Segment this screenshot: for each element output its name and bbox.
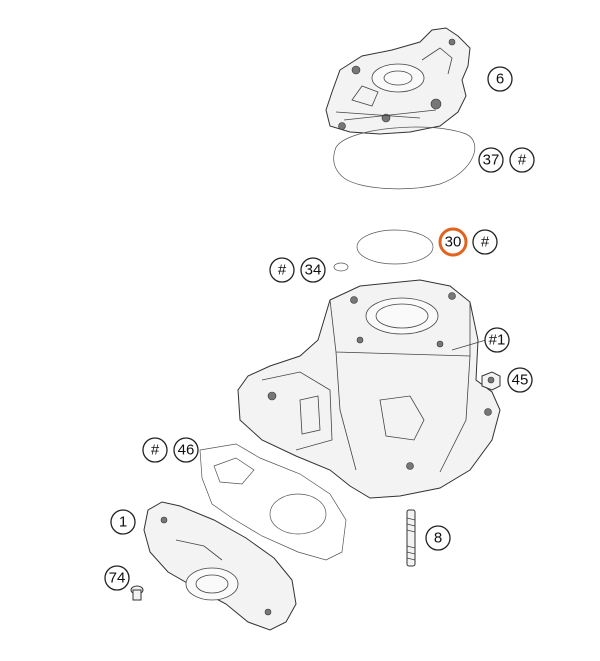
nut-part bbox=[481, 371, 501, 391]
intake-flange-part bbox=[143, 501, 297, 631]
callout-37: 37 bbox=[478, 147, 504, 173]
head-gasket-part bbox=[333, 126, 476, 190]
callout-30-hash-label: # bbox=[481, 234, 490, 251]
callout-1-hash-label: #1 bbox=[489, 332, 506, 349]
callout-1: 1 bbox=[110, 509, 136, 535]
callout-34-hash-label: # bbox=[278, 262, 287, 279]
base-gasket-part bbox=[199, 443, 347, 561]
callout-46-hash-label: # bbox=[151, 442, 160, 459]
callout-74: 74 bbox=[104, 565, 130, 591]
callout-37-hash: # bbox=[509, 147, 535, 173]
cylinder-part bbox=[237, 279, 501, 499]
callout-45-label: 45 bbox=[512, 372, 529, 389]
callout-34: 34 bbox=[300, 257, 326, 283]
callout-6-label: 6 bbox=[496, 71, 504, 88]
cylinder-head-part bbox=[325, 27, 471, 135]
stud-part bbox=[406, 509, 416, 567]
callout-37-label: 37 bbox=[483, 152, 500, 169]
callout-1-hash: #1 bbox=[484, 327, 510, 353]
callout-6: 6 bbox=[487, 66, 513, 92]
small-o-ring-part bbox=[333, 262, 349, 272]
callout-30-hash: # bbox=[472, 229, 498, 255]
callout-46-hash: # bbox=[142, 437, 168, 463]
callout-74-label: 74 bbox=[109, 570, 126, 587]
callout-1-label: 1 bbox=[119, 514, 127, 531]
callout-34-hash: # bbox=[269, 257, 295, 283]
callout-30-label: 30 bbox=[445, 234, 462, 251]
callout-8: 8 bbox=[425, 525, 451, 551]
o-ring-part bbox=[356, 229, 434, 265]
callout-37-hash-label: # bbox=[518, 152, 527, 169]
callout-46-label: 46 bbox=[178, 442, 195, 459]
callout-30: 30 bbox=[438, 227, 468, 257]
callout-34-label: 34 bbox=[305, 262, 322, 279]
callout-45: 45 bbox=[507, 367, 533, 393]
callout-8-label: 8 bbox=[434, 530, 442, 547]
screw-part bbox=[130, 585, 144, 601]
callout-46: 46 bbox=[173, 437, 199, 463]
